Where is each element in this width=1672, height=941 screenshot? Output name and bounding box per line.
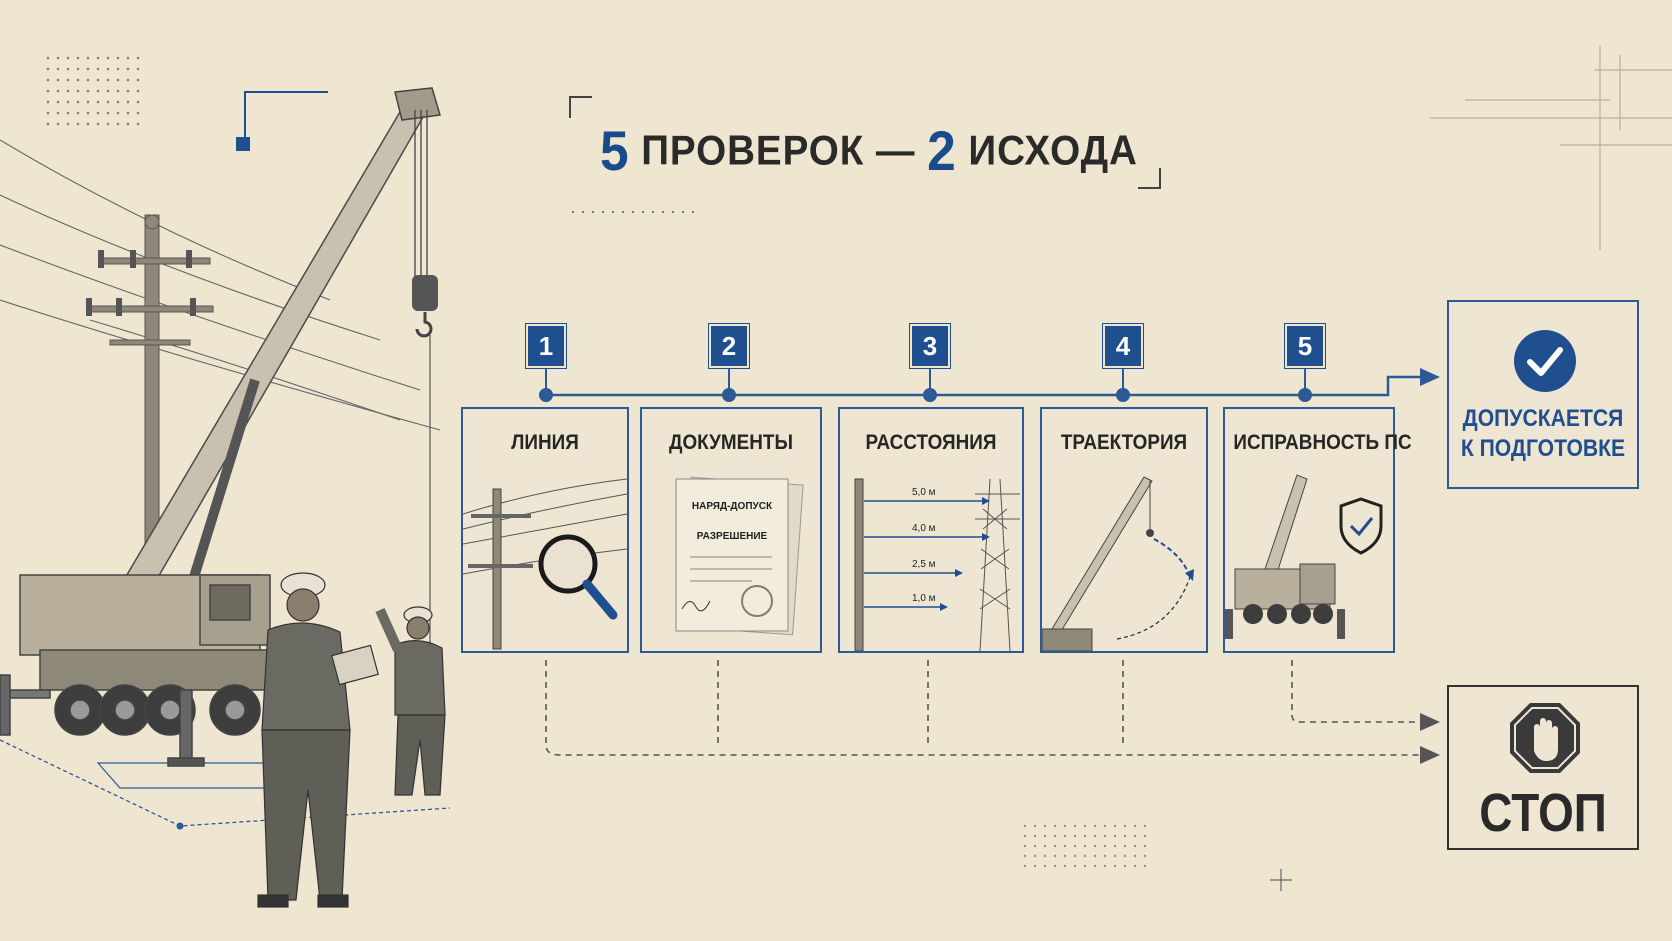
step-card-distances: РАССТОЯНИЯ 5,0 м 4,0 м 2,5 м 1,0 м — [838, 407, 1024, 653]
check-circle-icon — [1514, 330, 1576, 392]
distances-illustration: 5,0 м 4,0 м 2,5 м 1,0 м — [854, 478, 1020, 651]
stop-hand-icon — [1510, 703, 1580, 773]
power-line-magnifier-illustration — [463, 478, 627, 650]
headline-text-outcomes: ИСХОДА — [968, 126, 1138, 174]
step-card-trajectory: ТРАЕКТОРИЯ — [1040, 407, 1208, 653]
distance-label: 5,0 м — [912, 487, 936, 498]
step-badge-4: 4 — [1105, 326, 1141, 366]
document-approval-label: РАЗРЕШЕНИЕ — [697, 531, 768, 542]
dot-grid-top-left — [46, 56, 140, 126]
headline: 5 ПРОВЕРОК — 2 ИСХОДА — [600, 118, 1138, 184]
outcome-pass-label: ДОПУСКАЕТСЯ К ПОДГОТОВКЕ — [1460, 404, 1625, 464]
shield-check-icon — [1339, 497, 1383, 555]
step-title: ЛИНИЯ — [511, 431, 579, 454]
trajectory-illustration — [1042, 476, 1194, 651]
documents-illustration: НАРЯД-ДОПУСК РАЗРЕШЕНИЕ — [675, 476, 804, 636]
distance-label: 1,0 м — [912, 593, 936, 604]
step-title: РАССТОЯНИЯ — [865, 431, 997, 454]
headline-number-outcomes: 2 — [927, 119, 957, 182]
magnifier-icon — [538, 534, 618, 620]
step-title: ИСПРАВНОСТЬ ПС — [1233, 431, 1412, 454]
step-card-documents: ДОКУМЕНТЫ НАРЯД-ДОПУСК РАЗРЕШЕНИЕ — [640, 407, 822, 653]
headline-text-checks: ПРОВЕРОК — — [641, 126, 916, 174]
outcome-pass-box: ДОПУСКАЕТСЯ К ПОДГОТОВКЕ — [1447, 300, 1639, 489]
document-permit-label: НАРЯД-ДОПУСК — [692, 501, 773, 512]
crane-shield-illustration — [1225, 474, 1383, 639]
outcome-pass-line2: К ПОДГОТОВКЕ — [1460, 435, 1626, 462]
step-badge-5: 5 — [1287, 326, 1323, 366]
step-title: ТРАЕКТОРИЯ — [1060, 431, 1188, 454]
step-badge-1: 1 — [528, 326, 564, 366]
distance-label: 4,0 м — [912, 523, 936, 534]
step-badge-2: 2 — [711, 326, 747, 366]
headline-number-checks: 5 — [600, 119, 630, 182]
step-card-equipment: ИСПРАВНОСТЬ ПС — [1223, 407, 1412, 653]
outcome-pass-line1: ДОПУСКАЕТСЯ — [1462, 405, 1624, 432]
step-badge-3: 3 — [912, 326, 948, 366]
step-title: ДОКУМЕНТЫ — [668, 431, 793, 454]
outcome-stop-label: СТОП — [1479, 783, 1607, 843]
distance-label: 2,5 м — [912, 559, 936, 570]
outcome-stop-box: СТОП — [1447, 685, 1639, 850]
step-card-line: ЛИНИЯ — [461, 407, 629, 653]
